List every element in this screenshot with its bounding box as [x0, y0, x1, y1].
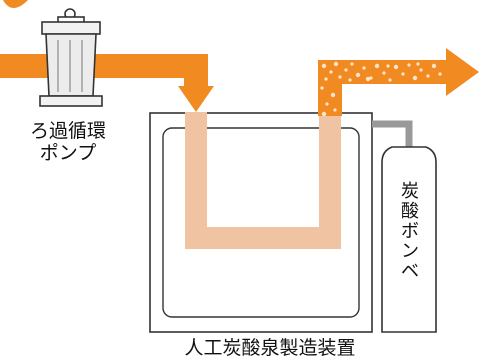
cylinder-label-char: ボ — [401, 221, 419, 242]
internal-flow-path — [185, 112, 341, 249]
bubble — [386, 64, 390, 68]
tank-inner — [162, 127, 360, 318]
bubble — [320, 86, 324, 90]
inflow-pipe — [0, 54, 208, 78]
bubble — [388, 78, 392, 82]
bubble — [333, 108, 337, 112]
bubble — [407, 63, 411, 67]
bubble — [324, 77, 328, 81]
co2-bubbles — [320, 61, 442, 117]
bubble — [338, 75, 342, 79]
bubble — [426, 74, 430, 78]
bubble — [416, 62, 420, 66]
bubble — [329, 70, 333, 74]
bubble — [393, 64, 399, 70]
bubble — [401, 72, 405, 76]
inflow-arrowhead — [178, 86, 214, 112]
gas-pipe — [372, 120, 413, 148]
bubble — [382, 71, 386, 75]
bubble — [412, 75, 418, 81]
bubble — [362, 66, 366, 70]
bubble — [321, 111, 327, 117]
co2-cylinder-icon — [381, 146, 437, 333]
bubble — [350, 62, 354, 66]
pump-label-line-2: ポンプ — [39, 142, 97, 164]
bubble — [365, 76, 371, 82]
cylinder-label-char: ン — [401, 241, 419, 262]
cylinder-label-char: ベ — [401, 261, 419, 282]
decorative-circle — [3, 0, 28, 8]
cylinder-label: 炭 酸 ボ ン ベ — [396, 182, 424, 282]
inflow-down-pipe — [184, 54, 208, 90]
bubble — [438, 72, 442, 76]
bubble — [431, 63, 437, 69]
cylinder-label-char: 酸 — [401, 201, 419, 222]
bubble — [333, 61, 339, 67]
bubble — [330, 92, 336, 98]
outflow-arrowhead — [446, 48, 479, 96]
bubble — [355, 72, 361, 78]
bubble — [369, 76, 373, 80]
bubble — [344, 68, 348, 72]
device-label: 人工炭酸泉製造装置 — [184, 337, 356, 359]
bubble — [348, 78, 352, 82]
bubble — [321, 63, 327, 69]
cylinder-label-char: 炭 — [401, 181, 419, 202]
bubble — [419, 68, 423, 72]
bubble — [325, 102, 329, 106]
pump-label: ろ過循環 ポンプ — [8, 120, 128, 164]
filtration-pump-icon — [39, 8, 103, 107]
bubble — [374, 63, 380, 69]
pump-label-line-1: ろ過循環 — [29, 120, 106, 142]
